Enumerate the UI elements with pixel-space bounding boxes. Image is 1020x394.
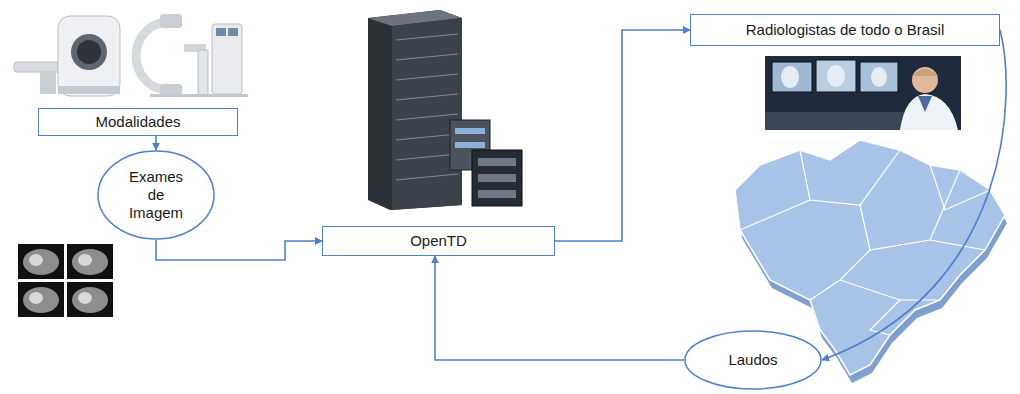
text-stack: Modalidades bbox=[95, 113, 180, 131]
report-ellipse: Laudos bbox=[684, 330, 822, 390]
flow-arrow bbox=[435, 256, 684, 360]
node-label: Exames de Imagem bbox=[123, 168, 189, 222]
exam-ellipse: Exames de Imagem bbox=[97, 150, 215, 240]
ct-scanner bbox=[14, 16, 120, 96]
c-arm bbox=[136, 14, 248, 97]
radiologist-photo bbox=[765, 56, 961, 130]
flow-arrow bbox=[155, 136, 157, 150]
ct-images bbox=[18, 244, 114, 318]
node-label: OpenTD bbox=[410, 232, 467, 250]
node-label: Laudos bbox=[728, 351, 777, 369]
node-label: Radiologistas de todo o Brasil bbox=[746, 21, 944, 39]
flow-arrow bbox=[156, 240, 322, 260]
modality-box: Modalidades bbox=[38, 108, 238, 136]
text-stack: OpenTD bbox=[410, 232, 467, 250]
platform-box: OpenTD bbox=[322, 226, 555, 256]
text-stack: Laudos bbox=[728, 351, 777, 369]
text-stack: Exames de Imagem bbox=[123, 168, 189, 222]
text-stack: Radiologistas de todo o Brasil bbox=[746, 21, 944, 39]
flow-arrow bbox=[555, 30, 690, 241]
node-label: Modalidades bbox=[95, 113, 180, 131]
flow-arrow bbox=[822, 30, 1006, 360]
server-rack bbox=[368, 10, 522, 210]
radiologist-box: Radiologistas de todo o Brasil bbox=[690, 14, 1000, 46]
